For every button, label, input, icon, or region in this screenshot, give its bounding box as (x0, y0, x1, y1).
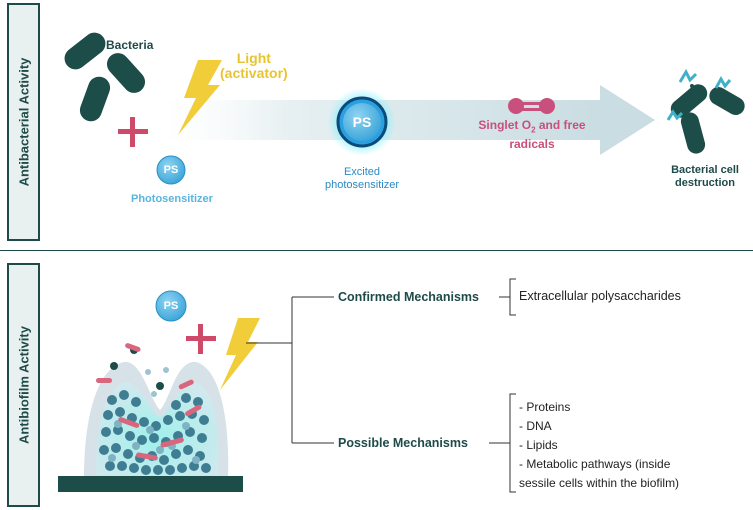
confirmed-mechanisms-list: Extracellular polysaccharides (519, 289, 681, 303)
light-label: Light (activator) (220, 51, 288, 81)
possible-item: - Proteins (519, 400, 571, 414)
mechanism-tree-lines (246, 278, 516, 493)
excited-photosensitizer-label: Excited photosensitizer (317, 166, 407, 192)
biofilm-plus-icon (186, 324, 216, 354)
singlet-line2: radicals (509, 137, 555, 152)
possible-item: sessile cells within the biofilm) (519, 476, 680, 490)
lightning-bolt-icon (178, 60, 222, 135)
bacteria-icon (64, 32, 146, 122)
possible-item: - DNA (519, 419, 552, 433)
confirmed-mechanisms-label: Confirmed Mechanisms (338, 290, 480, 304)
destruction-line2: destruction (675, 177, 735, 189)
excited-photosensitizer-icon (328, 88, 396, 156)
antibiofilm-panel-label: Antibiofilm Activity (7, 263, 40, 507)
photosensitizer-label: Photosensitizer (131, 193, 213, 205)
excited-ps-text: PS (352, 114, 372, 130)
excited-label-line1: Excited (343, 166, 381, 178)
light-label-line2: (activator) (220, 65, 288, 81)
possible-mechanisms-label: Possible Mechanisms (338, 436, 468, 450)
excited-label-line2: photosensitizer (325, 179, 399, 191)
singlet-oxygen-icon (508, 98, 555, 114)
singlet-suffix: and free (535, 118, 586, 132)
confirmed-item: Extracellular polysaccharides (519, 289, 681, 303)
possible-mechanisms-list: - Proteins - DNA - Lipids - Metabolic pa… (519, 398, 679, 493)
biofilm-icon (58, 343, 243, 492)
singlet-oxygen-label: Singlet O2 and free radicals (462, 118, 602, 151)
panel-divider (0, 250, 753, 251)
destroyed-bacteria-icon (666, 68, 745, 154)
plus-icon (118, 117, 148, 147)
biofilm-lightning-icon (220, 318, 260, 390)
bacterial-destruction-label: Bacterial cell destruction (660, 164, 750, 190)
possible-item: - Lipids (519, 438, 558, 452)
photosensitizer-icon (156, 155, 186, 185)
singlet-subscript: 2 (531, 125, 536, 135)
biofilm-ps-text: PS (163, 300, 179, 312)
biofilm-photosensitizer-icon (155, 290, 187, 322)
destruction-line1: Bacterial cell (671, 164, 739, 176)
possible-item: - Metabolic pathways (inside (519, 457, 671, 471)
singlet-prefix: Singlet O (478, 118, 532, 132)
light-label-line1: Light (236, 50, 271, 66)
ps-text: PS (163, 164, 179, 176)
bacteria-label: Bacteria (106, 38, 154, 52)
antibacterial-panel-label: Antibacterial Activity (7, 3, 40, 241)
